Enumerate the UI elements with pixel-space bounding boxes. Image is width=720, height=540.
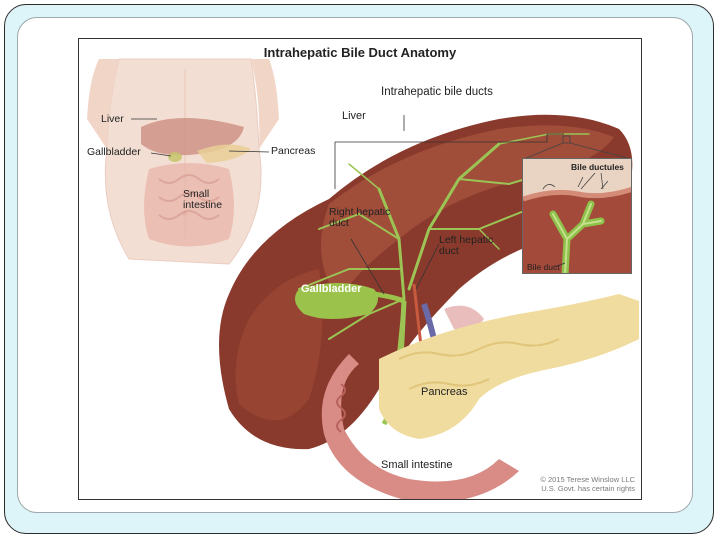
torso-pancreas-label: Pancreas	[271, 145, 316, 157]
torso-gallbladder-label: Gallbladder	[87, 146, 141, 158]
bile-ductules-inset: Bile ductules Bile duct	[522, 158, 632, 274]
gallbladder-shape	[295, 283, 378, 319]
bile-duct-label: Bile duct	[527, 262, 560, 272]
small-intestine-label: Small intestine	[381, 459, 453, 471]
figure-title: Intrahepatic Bile Duct Anatomy	[263, 45, 457, 60]
copyright-notice: © 2015 Terese Winslow LLC U.S. Govt. has…	[540, 475, 635, 493]
bile-ductules-label: Bile ductules	[571, 162, 624, 172]
torso-small-intestine-label-1: Small	[183, 188, 210, 200]
right-hepatic-duct-label-2: duct	[329, 217, 349, 229]
left-hepatic-duct-label-1: Left hepatic	[439, 234, 494, 246]
torso-pancreas-shape	[197, 144, 251, 163]
right-hepatic-duct-label-1: Right hepatic	[329, 206, 391, 218]
small-intestine-shape	[321, 354, 519, 499]
copyright-line-2: U.S. Govt. has certain rights	[541, 484, 635, 493]
pancreas-shape	[379, 294, 639, 439]
pancreas-label: Pancreas	[421, 386, 468, 398]
gallbladder-label: Gallbladder	[301, 283, 362, 295]
torso-liver-label: Liver	[101, 113, 124, 125]
bile-ductules-illustration	[523, 159, 631, 273]
intrahepatic-bile-ducts-label: Intrahepatic bile ducts	[381, 86, 493, 98]
liver-label: Liver	[342, 110, 366, 122]
torso-small-intestine-label-2: intestine	[183, 199, 223, 211]
torso-intestine-shape	[144, 163, 234, 247]
copyright-line-1: © 2015 Terese Winslow LLC	[540, 475, 635, 484]
anatomy-figure: Bile ductules Bile duct Intrahepatic Bil…	[78, 38, 642, 500]
left-hepatic-duct-label-2: duct	[439, 245, 459, 257]
torso-gallbladder-shape	[168, 152, 182, 162]
